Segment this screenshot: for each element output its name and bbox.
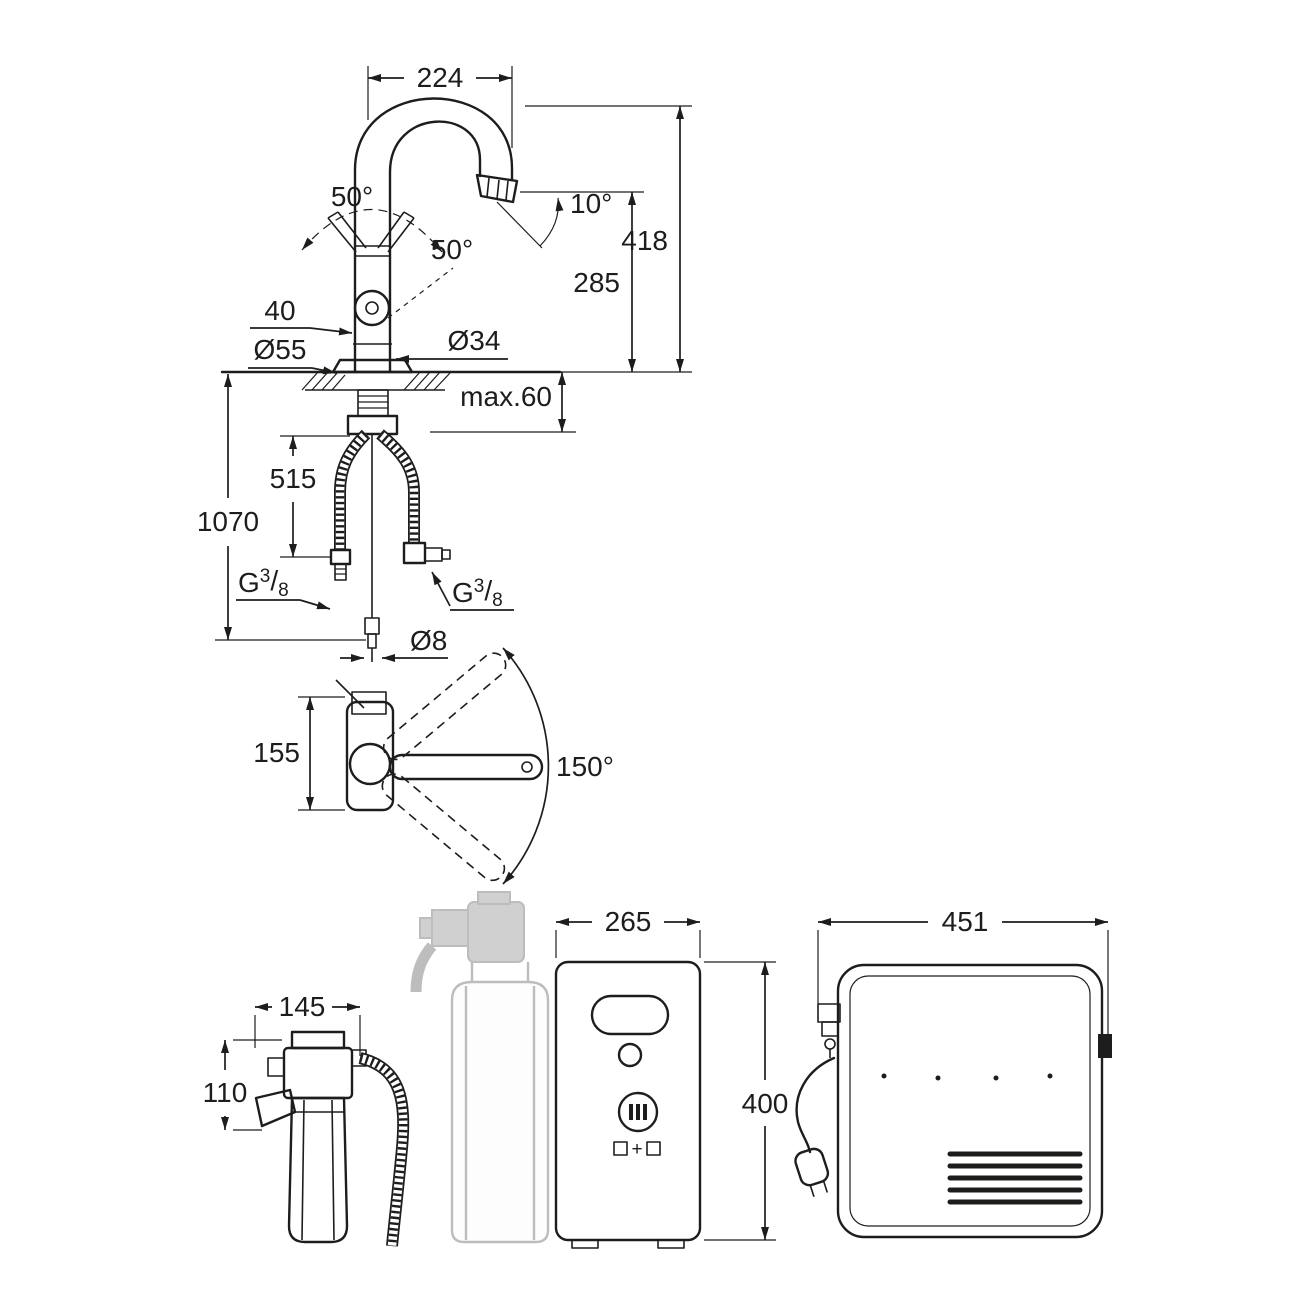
cooler-outline [554,960,702,1242]
dim-thread-left: G3/8 [238,565,289,601]
spout-inner [388,120,482,242]
reserve-inner-panel [849,975,1091,1227]
handle-swivel-arc [301,208,443,253]
vent-grille [947,1151,1083,1205]
reserve-outline [836,963,1104,1239]
spout-outer [353,97,514,242]
dim-swivel-angle: 150° [556,751,614,782]
dim-cooler-height: 400 [742,1088,789,1119]
dim-spout-reach: 224 [417,62,464,93]
filter-body [287,1096,349,1244]
front-view-dimensions: 224 50° 50° 10° 418 285 40 Ø55 Ø34 max.6… [197,62,692,662]
faded-filter-assembly [410,891,550,1244]
mounting-shank [357,389,389,417]
dim-cooler-width: 265 [605,906,652,937]
faucet-front-view [220,97,564,662]
left-supply-hose [334,429,371,550]
filter-hose [358,1052,410,1247]
cooler-plus-label: + [631,1139,642,1160]
dim-body-diameter: Ø34 [448,325,501,356]
right-supply-hose [376,429,420,543]
dim-plan-depth: 155 [253,737,300,768]
cooler-icon-right [646,1141,661,1156]
cooler-unit: + [554,960,702,1249]
handle-knob [353,289,391,327]
cooler-icon-left [613,1141,628,1156]
filter-unit [254,1030,410,1247]
cooler-logo-circle [617,1091,659,1133]
dim-filter-width: 145 [279,991,326,1022]
left-hose-fitting [329,548,352,566]
reserve-unit [794,963,1112,1239]
bottom-units: + [254,891,1112,1249]
filter-bracket [254,1088,297,1128]
faucet-top-view: 150° 155 [253,647,614,885]
filter-top-cap [290,1030,346,1050]
base-flange [331,358,414,374]
dim-max-counter: max.60 [460,381,552,412]
dim-thread-right: G3/8 [452,575,503,611]
power-plug [794,1147,830,1198]
faucet-body [353,238,392,374]
mounting-nut [346,414,399,436]
swivel-arc [502,647,550,885]
dim-outlet-height: 285 [573,267,620,298]
deck-hatch [301,371,451,391]
cooler-button [617,1042,643,1068]
filter-head [282,1046,354,1100]
dim-handle-angle-left: 50° [331,181,373,212]
dim-base-diameter: Ø55 [254,334,307,365]
plan-spout-arm-lower [381,773,506,882]
plan-body [345,700,395,812]
plan-spout-arm-upper [382,652,507,761]
left-connector [817,1003,841,1023]
dim-filter-bracket-height: 110 [203,1077,248,1108]
dim-spout-angle: 10° [570,188,612,219]
power-cord [795,1056,836,1154]
dim-total-height: 418 [621,225,668,256]
dim-handle-angle-right: 50° [431,234,473,265]
spout-outlet [475,173,519,204]
right-hose-valve [402,541,427,565]
dim-hose-short: 515 [270,463,317,494]
side-connector-tab [1098,1034,1112,1058]
dim-capillary-diameter: Ø8 [410,625,447,656]
dim-handle-offset: 40 [264,295,295,326]
cooler-display-cutout [590,994,670,1036]
bottom-dimensions: 145 110 265 400 451 [203,906,1109,1241]
dim-reserve-unit-width: 451 [942,906,989,937]
plan-handle [351,691,387,715]
plan-spout-arm [388,753,544,781]
dim-hose-long: 1070 [197,506,259,537]
